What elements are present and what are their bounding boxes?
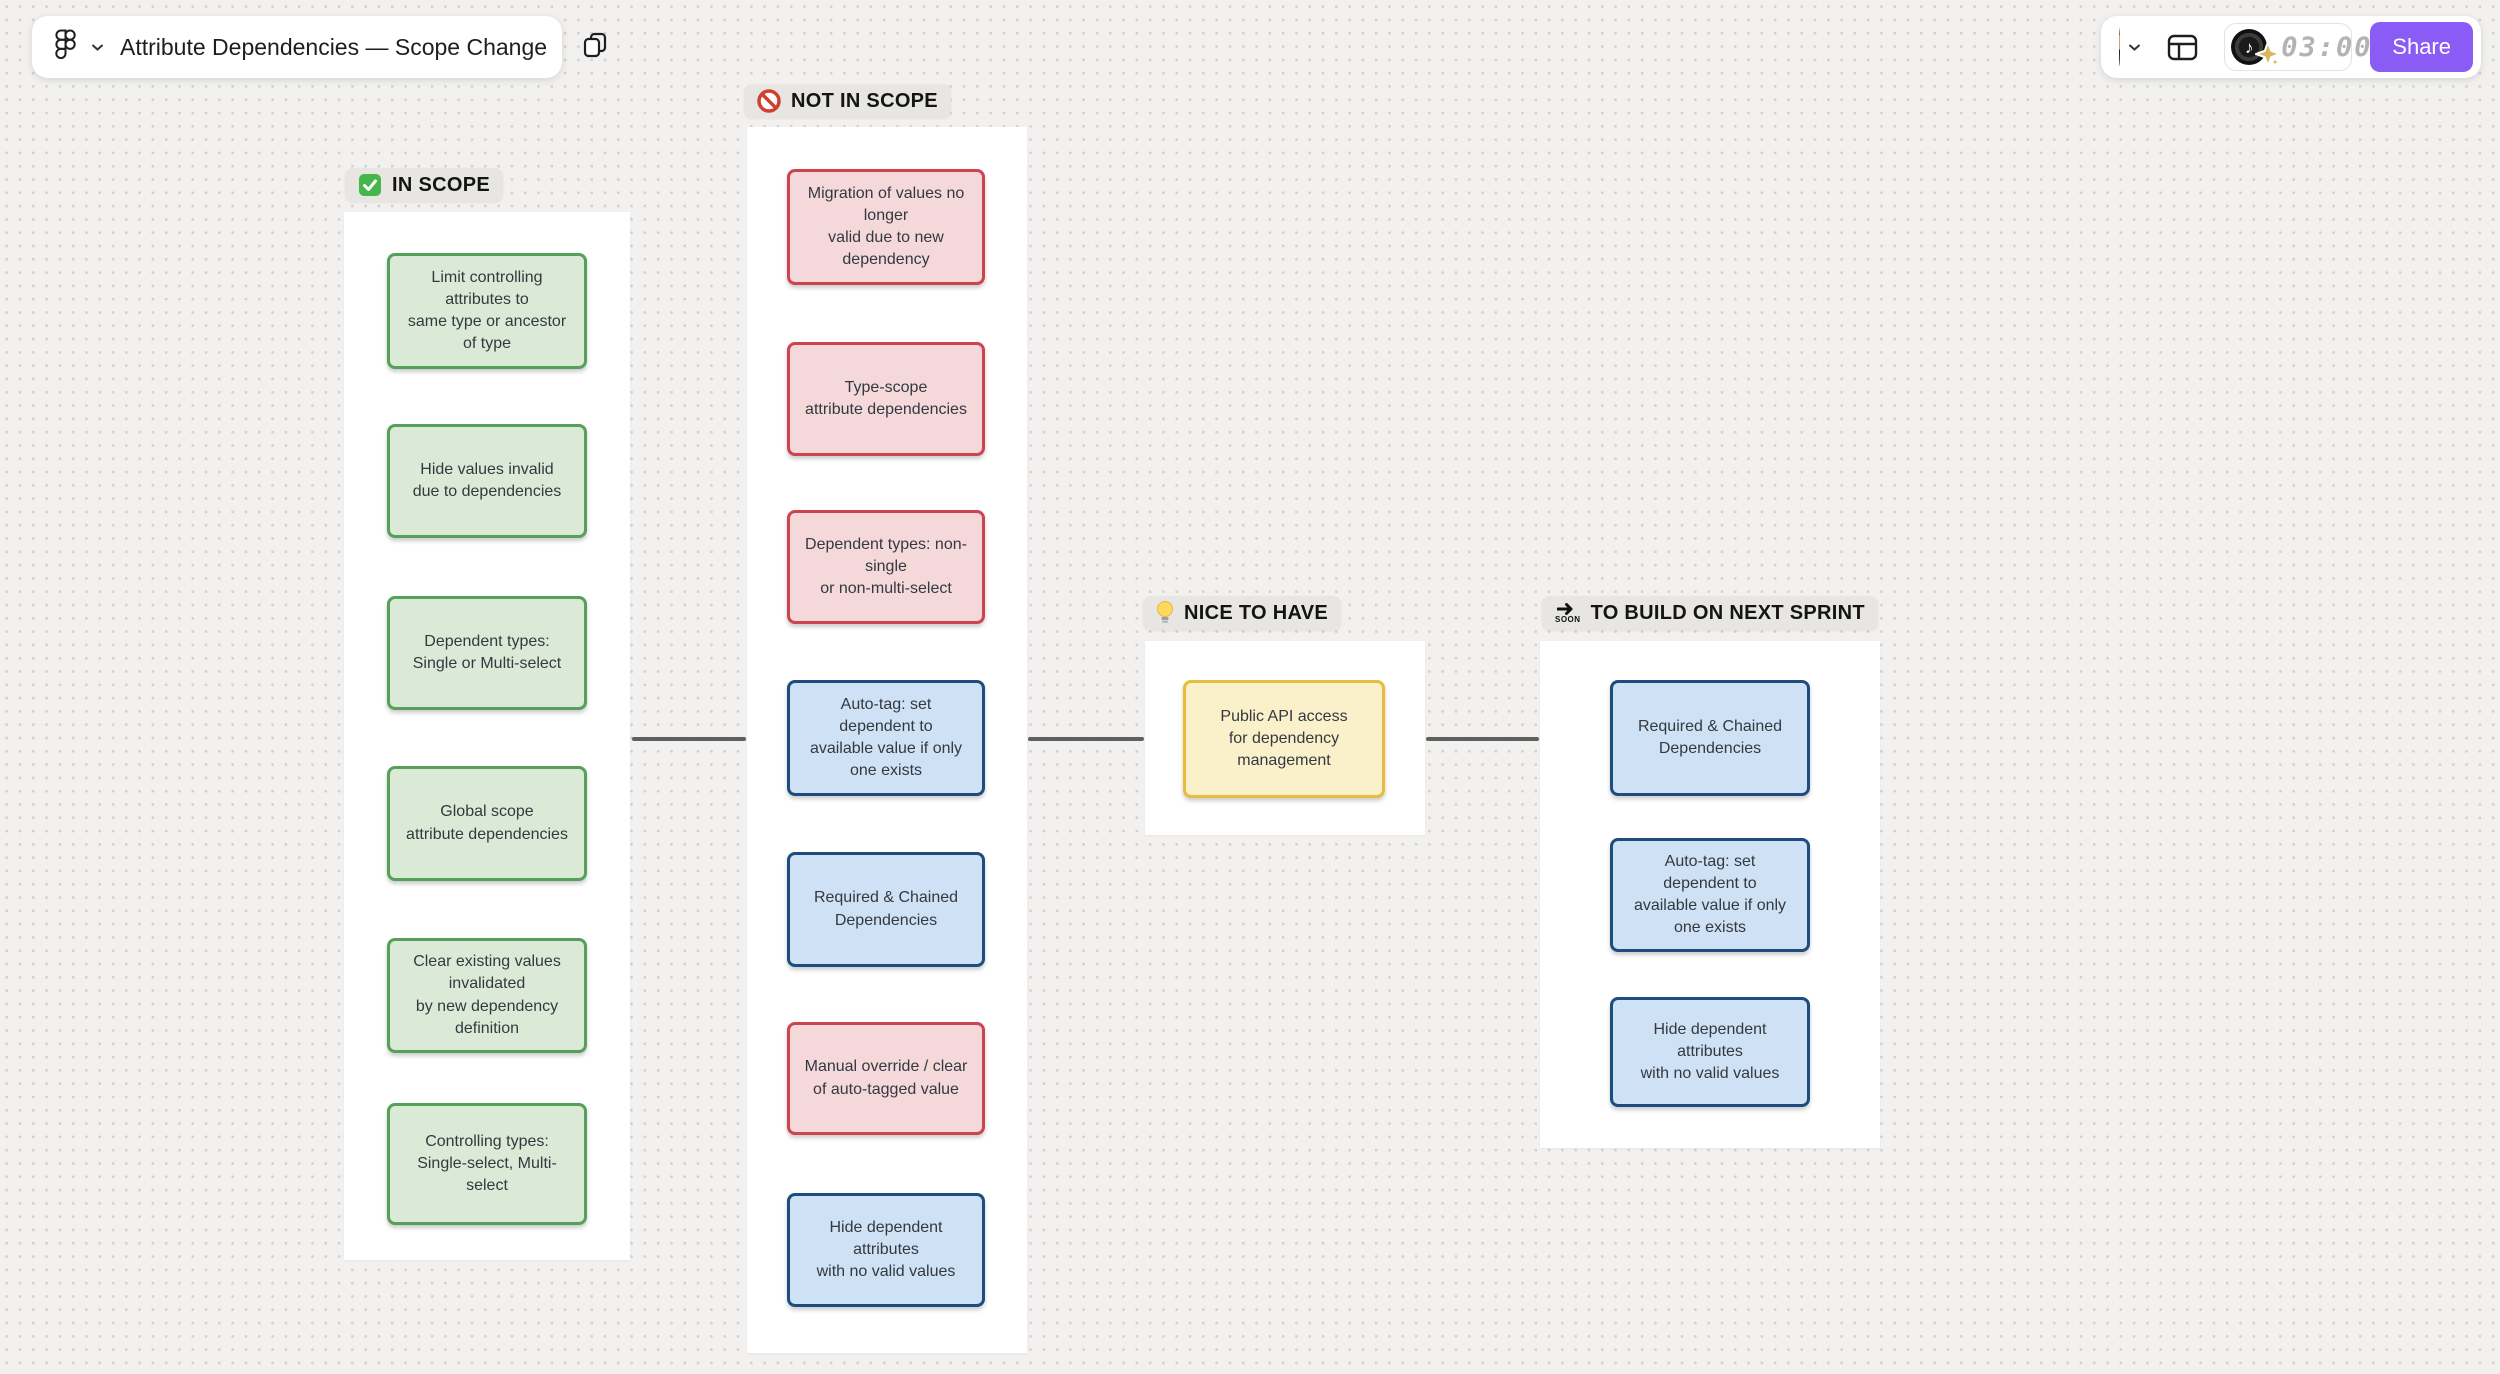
sticky-note-text: Hide values invalid due to dependencies — [412, 460, 562, 500]
sticky-note-text: Auto-tag: set dependent to available val… — [809, 695, 963, 780]
sticky-note-text: Hide dependent attributes with no valid … — [816, 1218, 956, 1281]
sticky-note[interactable]: Controlling types: Single-select, Multi-… — [387, 1103, 587, 1225]
chevron-down-icon — [91, 43, 104, 52]
sticky-note-text: Migration of values no longer valid due … — [807, 184, 965, 269]
connector-line[interactable] — [632, 737, 746, 741]
soon-icon: SOON — [1555, 602, 1581, 624]
sticky-note[interactable]: Migration of values no longer valid due … — [787, 169, 985, 285]
sticky-note-text: Auto-tag: set dependent to available val… — [1633, 852, 1787, 937]
sticky-note-text: Controlling types: Single-select, Multi-… — [417, 1132, 557, 1195]
music-note-icon: ♪ — [2245, 37, 2254, 57]
sticky-note[interactable]: Global scope attribute dependencies — [387, 766, 587, 881]
sticky-note[interactable]: Limit controlling attributes to same typ… — [387, 253, 587, 369]
sticky-note[interactable]: Hide dependent attributes with no valid … — [787, 1193, 985, 1307]
sticky-note-text: Dependent types: non-single or non-multi… — [805, 535, 967, 598]
duplicate-button[interactable] — [581, 25, 609, 69]
figma-logo-icon — [54, 28, 77, 67]
file-toolbar: Attribute Dependencies — Scope Change — [32, 16, 607, 78]
sticky-note[interactable]: Auto-tag: set dependent to available val… — [787, 680, 985, 796]
section-header-not-in-scope[interactable]: NOT IN SCOPE — [744, 84, 951, 118]
section-header-to-build-next-sprint[interactable]: SOON TO BUILD ON NEXT SPRINT — [1542, 596, 1878, 630]
section-header-nice-to-have[interactable]: NICE TO HAVE — [1143, 596, 1341, 630]
collab-toolbar: ♪ 03:00 Share — [2101, 16, 2481, 78]
share-button[interactable]: Share — [2370, 22, 2473, 72]
sticky-note[interactable]: Required & Chained Dependencies — [1610, 680, 1810, 796]
connector-line[interactable] — [1028, 737, 1144, 741]
sticky-note[interactable]: Dependent types: Single or Multi-select — [387, 596, 587, 710]
sticky-note[interactable]: Clear existing values invalidated by new… — [387, 938, 587, 1053]
section-title: TO BUILD ON NEXT SPRINT — [1590, 601, 1865, 624]
music-timer-icon: ♪ — [2231, 29, 2282, 68]
sticky-note-text: Global scope attribute dependencies — [406, 803, 568, 843]
section-header-in-scope[interactable]: IN SCOPE — [345, 168, 503, 202]
section-title: NICE TO HAVE — [1184, 601, 1328, 624]
section-panel-in-scope[interactable] — [344, 212, 630, 1260]
section-title: NOT IN SCOPE — [791, 89, 938, 112]
sticky-note-text: Clear existing values invalidated by new… — [413, 953, 561, 1037]
section-title: IN SCOPE — [392, 173, 490, 196]
sticky-note-text: Required & Chained Dependencies — [1637, 717, 1783, 757]
sticky-note-text: Hide dependent attributes with no valid … — [1640, 1020, 1780, 1083]
sticky-note[interactable]: Hide dependent attributes with no valid … — [1610, 997, 1810, 1107]
sticky-note-text: Public API access for dependency managem… — [1220, 707, 1348, 770]
sticky-note[interactable]: Manual override / clear of auto-tagged v… — [787, 1022, 985, 1135]
sticky-note[interactable]: Auto-tag: set dependent to available val… — [1610, 838, 1810, 952]
sticky-note-text: Dependent types: Single or Multi-select — [412, 632, 562, 672]
prohibited-icon — [757, 89, 781, 113]
sticky-note[interactable]: Required & Chained Dependencies — [787, 852, 985, 967]
check-icon — [358, 173, 382, 197]
sticky-note[interactable]: Hide values invalid due to dependencies — [387, 424, 587, 538]
music-timer-widget[interactable]: ♪ 03:00 — [2224, 23, 2371, 71]
sticky-note-text: Required & Chained Dependencies — [813, 889, 959, 929]
duplicate-icon — [581, 31, 609, 64]
layout-grid-icon[interactable] — [2167, 34, 2198, 61]
connector-line[interactable] — [1426, 737, 1539, 741]
avatar-chevron-down-icon[interactable] — [2128, 43, 2141, 52]
timer-display: 03:00 — [2281, 31, 2373, 63]
star-sticker-icon — [2255, 41, 2282, 72]
user-avatar[interactable] — [2119, 28, 2121, 66]
file-title[interactable]: Attribute Dependencies — Scope Change — [120, 33, 548, 60]
sticky-note-text: Type-scope attribute dependencies — [805, 378, 967, 418]
sticky-note-text: Manual override / clear of auto-tagged v… — [804, 1058, 968, 1098]
sticky-note-text: Limit controlling attributes to same typ… — [407, 268, 567, 353]
bulb-icon — [1156, 600, 1174, 626]
sticky-note[interactable]: Public API access for dependency managem… — [1183, 680, 1385, 798]
sticky-note[interactable]: Dependent types: non-single or non-multi… — [787, 510, 985, 624]
main-menu-button[interactable] — [54, 28, 104, 67]
sticky-note[interactable]: Type-scope attribute dependencies — [787, 342, 985, 456]
